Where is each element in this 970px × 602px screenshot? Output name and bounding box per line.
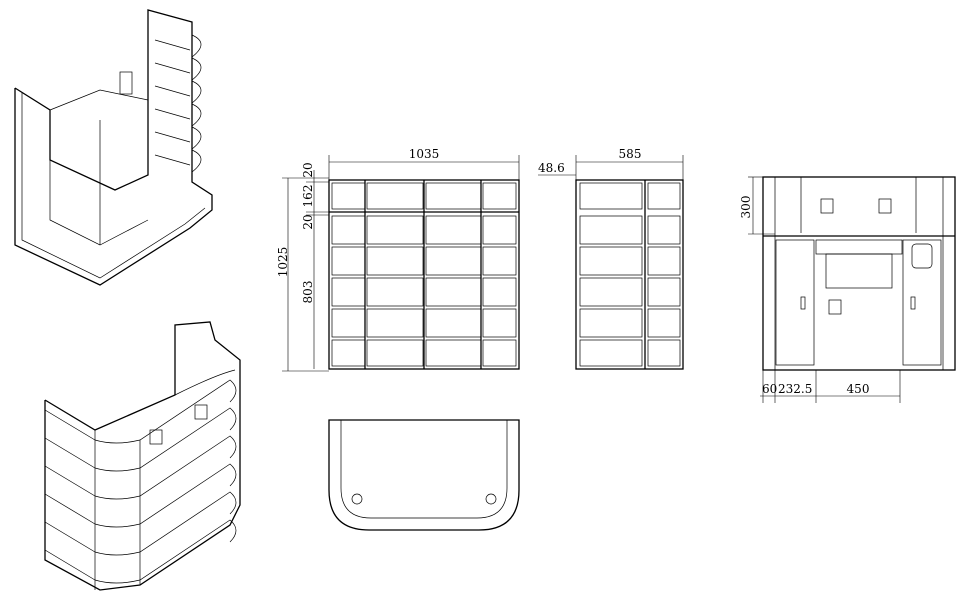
shelf-curve [94, 491, 237, 556]
side-elevation-view: 585 48.6 [538, 147, 684, 370]
shelf-line [44, 437, 96, 469]
dim-depth: 585 [619, 147, 642, 161]
cabinet-cell [425, 339, 482, 367]
shelf-curve [94, 379, 237, 444]
shelf-line [44, 521, 96, 553]
side-cell [579, 246, 643, 276]
cabinet-cell [331, 339, 366, 367]
cabinet-cell [482, 277, 517, 307]
shelf-curve [94, 435, 237, 500]
shelf-curve [94, 519, 237, 584]
shelf-line [44, 549, 96, 581]
shelf-line [44, 409, 96, 441]
cabinet-cell [482, 308, 517, 338]
cabinet-cell [482, 339, 517, 367]
side-cell [647, 308, 681, 338]
front-elevation-view: 1035 1025 20 162 20 803 [276, 147, 520, 372]
side-cell [579, 339, 643, 367]
cabinet-cell [331, 308, 366, 338]
cabinet-cell [366, 215, 424, 245]
side-cell [647, 277, 681, 307]
side-cell [579, 215, 643, 245]
side-cell [647, 246, 681, 276]
dim-rear-top: 300 [739, 196, 753, 219]
dim-band-gap: 20 [301, 214, 315, 229]
cabinet-cell [425, 246, 482, 276]
cabinet-cell [425, 277, 482, 307]
dim-top-band: 162 [301, 185, 315, 208]
side-cell [647, 182, 681, 210]
side-cell [579, 182, 643, 210]
cabinet-cell [425, 182, 482, 210]
front-cabinet-grid [329, 180, 519, 369]
side-cell [647, 339, 681, 367]
cabinet-cell [366, 308, 424, 338]
shelf-line [44, 493, 96, 525]
side-cell [647, 215, 681, 245]
shelf-rows [44, 379, 237, 584]
dim-body: 803 [301, 281, 315, 304]
isometric-view-front [44, 321, 241, 591]
side-cell [579, 308, 643, 338]
side-cell [579, 277, 643, 307]
dim-top-gap: 20 [301, 162, 315, 177]
rear-elevation-view: 300 60 232.5 450 [739, 176, 956, 403]
dim-height: 1025 [276, 247, 290, 278]
shelf-curve [94, 463, 237, 528]
cabinet-cell [331, 215, 366, 245]
cabinet-cell [331, 277, 366, 307]
cabinet-cell [366, 246, 424, 276]
cabinet-cell [331, 182, 366, 210]
cabinet-cell [482, 182, 517, 210]
dim-offset: 48.6 [538, 161, 565, 175]
dim-opening: 450 [847, 382, 870, 396]
side-cabinet-grid [579, 182, 681, 367]
cabinet-cell [482, 246, 517, 276]
isometric-view-rear [14, 9, 213, 286]
dim-door: 232.5 [778, 382, 812, 396]
cabinet-cell [366, 182, 424, 210]
top-plan-view [328, 419, 520, 531]
cabinet-cell [482, 215, 517, 245]
cabinet-cell [331, 246, 366, 276]
dim-width: 1035 [409, 147, 440, 161]
cabinet-cell [366, 277, 424, 307]
cabinet-cell [425, 215, 482, 245]
cabinet-cell [425, 308, 482, 338]
shelf-line [44, 465, 96, 497]
cabinet-cell [366, 339, 424, 367]
dim-side: 60 [762, 382, 777, 396]
shelf-ribs [154, 34, 202, 173]
shelf-curve [94, 407, 237, 472]
